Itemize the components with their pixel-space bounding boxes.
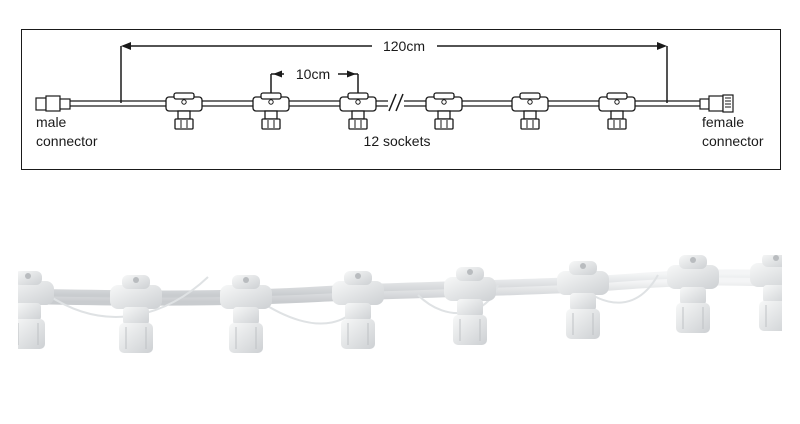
socket-icon xyxy=(339,92,377,130)
photo-socket-icon xyxy=(219,274,273,354)
photo-socket-icon xyxy=(331,270,385,350)
total-length-label: 120cm xyxy=(383,38,425,54)
male-connector-icon xyxy=(35,95,71,112)
total-length-dimension: 120cm xyxy=(120,38,668,103)
female-connector-label-line2: connector xyxy=(702,133,764,149)
break-mark-icon xyxy=(388,93,404,112)
photo-socket-icon xyxy=(443,266,497,346)
product-photo xyxy=(18,255,782,354)
socket-icon xyxy=(425,92,463,130)
socket-icon xyxy=(598,92,636,130)
male-connector-label-line2: connector xyxy=(36,133,98,149)
socket-icon xyxy=(165,92,203,130)
female-connector-icon xyxy=(699,94,734,113)
photo-socket-icon xyxy=(109,274,163,354)
female-connector-label-line1: female xyxy=(702,114,744,130)
photo-socket-icon xyxy=(18,270,55,350)
male-connector-label-line1: male xyxy=(36,114,67,130)
spacing-dimension: 10cm xyxy=(270,66,359,98)
socket-count-label: 12 sockets xyxy=(364,133,431,149)
diagram-frame xyxy=(21,29,781,170)
socket-icon xyxy=(252,92,290,130)
spacing-label: 10cm xyxy=(296,66,330,82)
photo-socket-icon xyxy=(749,255,782,332)
photo-socket-icon xyxy=(666,255,720,334)
socket-icon xyxy=(511,92,549,130)
